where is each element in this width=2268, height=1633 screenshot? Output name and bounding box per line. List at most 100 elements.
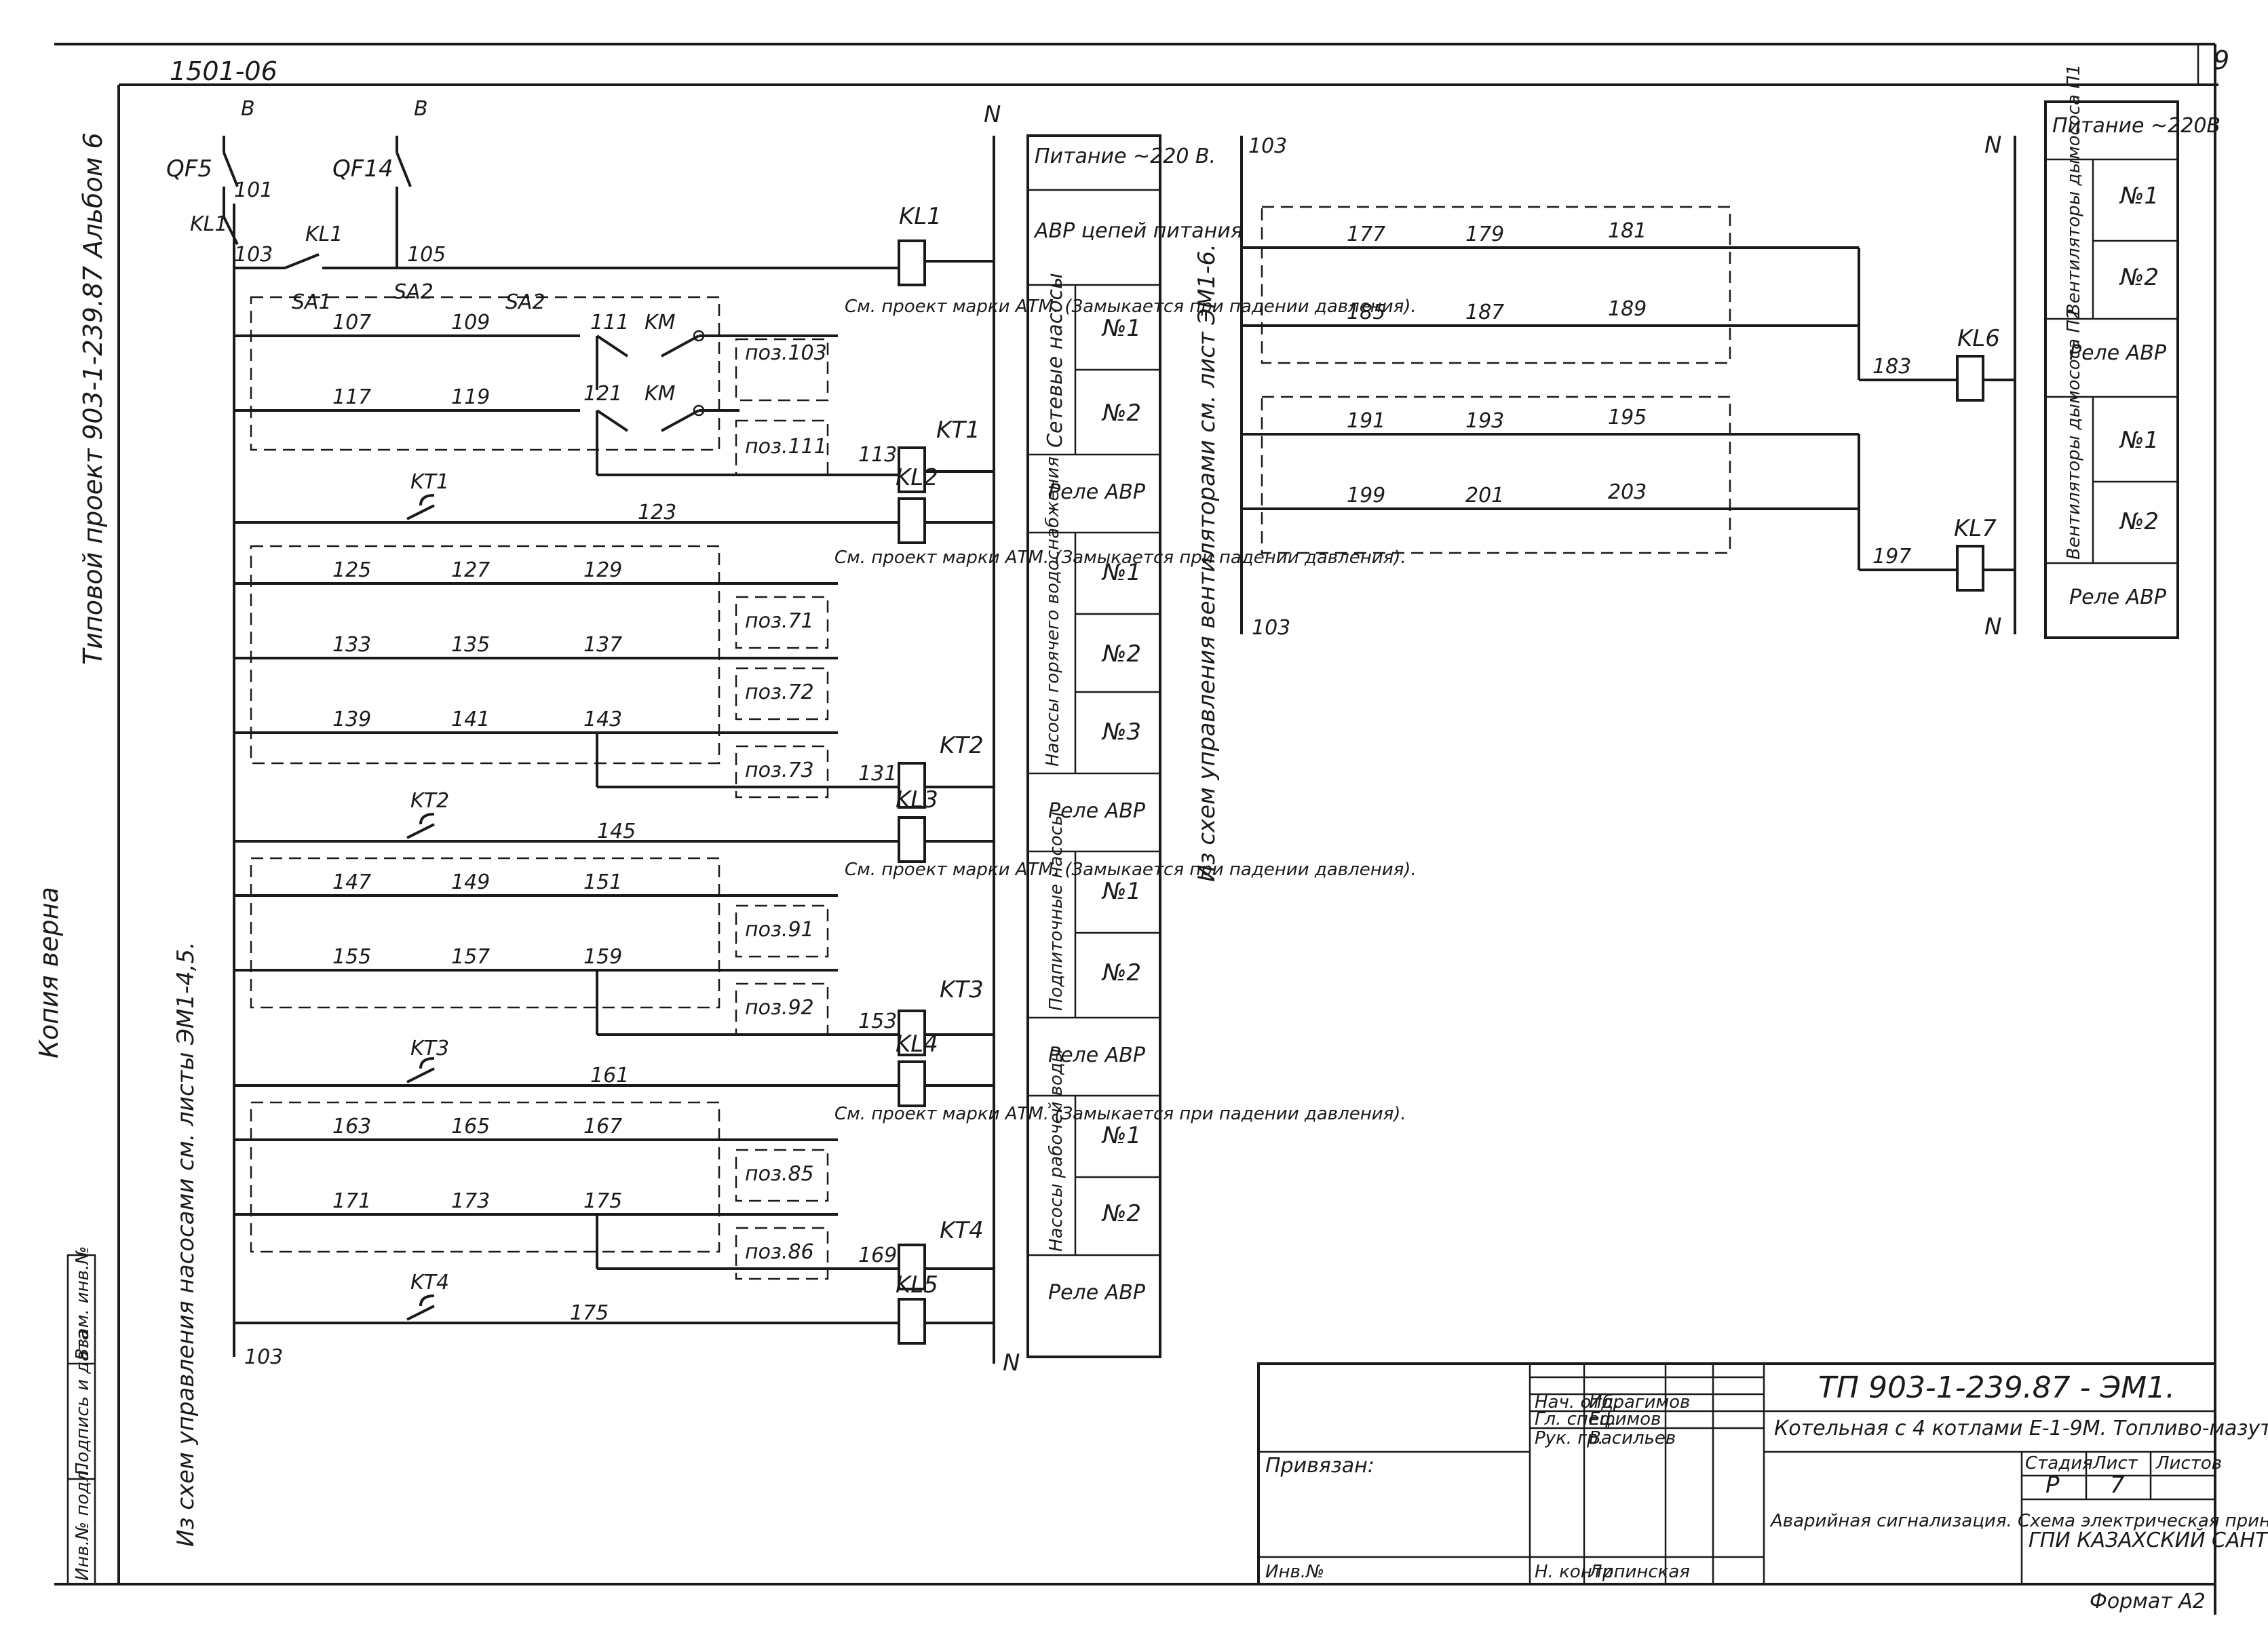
block-1: SA1 SA2 SA2 107 109 111 KM 117 119 121 K… <box>234 280 1417 493</box>
timer-kt1: KT1 <box>410 470 449 494</box>
wire-121: 123 <box>638 501 676 524</box>
wire-173: 175 <box>583 1189 622 1213</box>
legend-hw-pumps: Насосы горячего водоснабжения <box>1043 457 1063 767</box>
legend-work-pumps: Насосы рабочей воды <box>1046 1049 1066 1252</box>
pos-111: поз.111 <box>745 435 827 459</box>
sa2-b: SA2 <box>505 290 545 314</box>
note-2: См. проект марки АТМ. (Замыкается при па… <box>834 547 1406 568</box>
timer-kt2: KT2 <box>410 789 449 813</box>
wire-141: 143 <box>583 708 622 731</box>
wire-177: 177 <box>1347 223 1385 246</box>
tb-format: Формат А2 <box>2090 1590 2206 1613</box>
wire-189: 189 <box>1608 297 1647 321</box>
coil-kl4: KL4 <box>896 1031 938 1058</box>
wire-155: 157 <box>451 945 490 969</box>
tb-inv: Инв.№ <box>1265 1562 1324 1582</box>
wire-171: 173 <box>451 1189 490 1213</box>
phase-label-2: В <box>414 97 428 121</box>
sa2-a: SA2 <box>393 280 434 304</box>
wire-197: 197 <box>1872 545 1911 569</box>
timer-kt3: KT3 <box>410 1037 449 1060</box>
rlegend-fans-2: Вентиляторы дымососа П2 <box>2064 309 2084 560</box>
legend-relay-1: Реле АВР <box>1048 480 1146 504</box>
sheet-number: 9 <box>2213 45 2229 75</box>
km-b: KM <box>645 382 676 406</box>
wire-187: 187 <box>1465 301 1504 324</box>
wire-123: 125 <box>332 558 371 582</box>
tb-code: ТП 903-1-239.87 - ЭМ1. <box>1818 1370 2175 1405</box>
wire-169: 171 <box>332 1189 371 1213</box>
coil-kl5: KL5 <box>896 1271 938 1299</box>
legend-net-pump-1: №1 <box>1101 315 1141 342</box>
wire-203: 203 <box>1608 480 1647 504</box>
wire-161: 163 <box>332 1115 371 1138</box>
wire-151: 153 <box>858 1010 897 1033</box>
stamp-col-3: Взам. инв.№ <box>73 1246 93 1360</box>
legend-work-pump-1: №1 <box>1101 1122 1141 1149</box>
rlegend-fan1-1: №1 <box>2119 182 2159 210</box>
pos-71: поз.71 <box>745 609 814 633</box>
wire-163: 165 <box>451 1115 490 1138</box>
coil-kl1-contact-a: KL1 <box>190 212 227 236</box>
pos-73: поз.73 <box>745 758 814 782</box>
doc-number: 1501-06 <box>170 56 277 86</box>
left-schematic: В В QF5 QF14 101 KL1 103 KL1 105 103 N N… <box>166 97 1417 1377</box>
pos-72: поз.72 <box>745 680 814 704</box>
wire-191: 191 <box>1347 409 1385 433</box>
bus-bottom-103: 103 <box>244 1345 283 1369</box>
timer-kt4: KT4 <box>410 1271 449 1294</box>
wire-143: 145 <box>597 820 636 843</box>
coil-kl6: KL6 <box>1957 325 2000 352</box>
km-a: KM <box>645 311 676 334</box>
right-neutral-top: N <box>1984 132 2001 159</box>
wire-133: 135 <box>451 633 490 657</box>
tb-role-1: Нач. отд. <box>1535 1392 1619 1413</box>
tb-attached: Привязан: <box>1265 1454 1375 1478</box>
rlegend-fans-1: Вентиляторы дымососа П1 <box>2064 64 2084 315</box>
legend-net-pump-2: №2 <box>1101 400 1141 427</box>
legend-power: Питание ~220 В. <box>1035 145 1216 168</box>
coil-kl7: KL7 <box>1954 515 1997 542</box>
wire-183: 183 <box>1872 355 1911 379</box>
tb-object: Котельная с 4 котлами Е-1-9М. Топливо-ма… <box>1774 1417 2268 1440</box>
middle-note: Из схем управления вентиляторами см. лис… <box>1193 244 1221 882</box>
stamp-col-2: Подпись и дата <box>73 1330 93 1476</box>
legend-hw-pump-2: №2 <box>1101 640 1141 668</box>
copy-note: Копия верна <box>34 887 64 1058</box>
tb-sheets-h: Листов <box>2155 1453 2222 1474</box>
coil-kt2: KT2 <box>940 732 984 759</box>
wire-109: 109 <box>451 311 490 334</box>
approval-stamp: Инв.№ подл. Подпись и дата Взам. инв.№ <box>66 1246 96 1586</box>
legend-makeup-pump-2: №2 <box>1101 959 1141 986</box>
tb-org: ГПИ КАЗАХСКИЙ САНТЕХПРОЕКТ <box>2029 1528 2268 1552</box>
tb-name-2: Ефимов <box>1589 1409 1661 1429</box>
tb-name-1: Ибрагимов <box>1589 1392 1690 1413</box>
coil-kl1-contact-b: KL1 <box>305 223 343 246</box>
wire-145: 147 <box>332 870 371 894</box>
coil-kl3: KL3 <box>896 786 938 813</box>
wire-153: 155 <box>332 945 371 969</box>
wire-185: 185 <box>1347 301 1385 324</box>
wire-159: 161 <box>590 1064 629 1088</box>
wire-105: 105 <box>407 243 446 267</box>
wire-137: 139 <box>332 708 371 731</box>
legend-net-pumps: Сетевые насосы <box>1043 273 1067 448</box>
wire-175: 175 <box>570 1301 609 1325</box>
tb-sheet-h: Лист <box>2092 1453 2138 1474</box>
wire-111: 111 <box>590 311 629 334</box>
coil-kt1: KT1 <box>936 417 980 444</box>
wire-103: 103 <box>234 243 273 267</box>
note-4: См. проект марки АТМ. (Замыкается при па… <box>834 1104 1406 1124</box>
wire-201: 201 <box>1465 484 1504 507</box>
wire-157: 159 <box>583 945 622 969</box>
wire-135: 137 <box>583 633 622 657</box>
sa1-a: SA1 <box>292 290 332 314</box>
wire-147: 149 <box>451 870 490 894</box>
wire-199: 199 <box>1347 484 1385 507</box>
tb-sheet-title: Аварийная сигнализация. Схема электричес… <box>1769 1511 2268 1531</box>
stamp-col-1: Инв.№ подл. <box>73 1465 93 1581</box>
wire-165: 167 <box>583 1115 622 1138</box>
wire-149: 151 <box>583 870 622 894</box>
legend-relay-3: Реле АВР <box>1048 1043 1146 1067</box>
